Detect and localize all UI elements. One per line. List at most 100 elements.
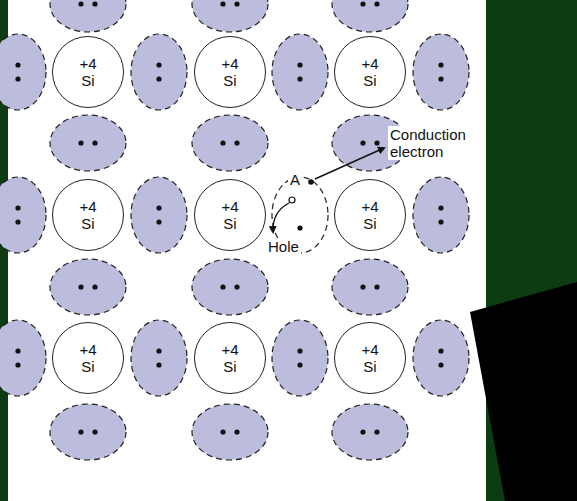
covalent-bond	[0, 177, 46, 253]
covalent-bond	[192, 404, 268, 460]
covalent-bond	[413, 320, 469, 396]
charge-label: +4	[221, 341, 238, 358]
valence-electron	[15, 76, 20, 81]
valence-electron	[297, 362, 302, 367]
valence-electron	[374, 1, 379, 6]
covalent-bond	[332, 0, 408, 32]
valence-electron	[220, 140, 225, 145]
electron-arrow	[315, 148, 384, 179]
valence-electron	[15, 205, 20, 210]
overlapping-slide	[470, 282, 577, 501]
covalent-bond	[332, 404, 408, 460]
covalent-bond	[50, 404, 126, 460]
valence-electron	[156, 76, 161, 81]
element-label: Si	[223, 358, 236, 375]
valence-electron	[438, 76, 443, 81]
valence-electron	[156, 362, 161, 367]
silicon-atom: +4Si	[52, 322, 124, 394]
covalent-bond	[50, 0, 126, 32]
silicon-atom: +4Si	[334, 36, 406, 108]
valence-electron	[234, 284, 239, 289]
covalent-bond	[413, 177, 469, 253]
valence-electron	[92, 284, 97, 289]
valence-electron	[360, 1, 365, 6]
valence-electron	[297, 62, 302, 67]
charge-label: +4	[79, 198, 96, 215]
silicon-atom: +4Si	[194, 36, 266, 108]
element-label: Si	[223, 215, 236, 232]
covalent-bond	[131, 320, 187, 396]
covalent-bond	[50, 259, 126, 315]
valence-electron	[234, 1, 239, 6]
valence-electron	[156, 62, 161, 67]
valence-electron	[438, 348, 443, 353]
element-label: Si	[363, 72, 376, 89]
valence-electron	[92, 140, 97, 145]
bond-electron	[297, 225, 302, 230]
valence-electron	[234, 140, 239, 145]
element-label: Si	[81, 358, 94, 375]
element-label: Si	[363, 358, 376, 375]
valence-electron	[15, 362, 20, 367]
valence-electron	[438, 62, 443, 67]
callout-label: Hole	[266, 238, 301, 255]
valence-electron	[156, 219, 161, 224]
valence-electron	[156, 348, 161, 353]
valence-electron	[15, 348, 20, 353]
valence-electron	[438, 362, 443, 367]
covalent-bond	[192, 115, 268, 171]
valence-electron	[438, 219, 443, 224]
element-label: Si	[81, 72, 94, 89]
silicon-atom: +4Si	[52, 36, 124, 108]
valence-electron	[360, 284, 365, 289]
charge-label: +4	[79, 55, 96, 72]
covalent-bond	[50, 115, 126, 171]
valence-electron	[156, 205, 161, 210]
covalent-bond	[192, 0, 268, 32]
valence-electron	[15, 62, 20, 67]
covalent-bond	[192, 259, 268, 315]
covalent-bond	[0, 34, 46, 110]
valence-electron	[360, 429, 365, 434]
valence-electron	[438, 205, 443, 210]
hole-symbol	[289, 197, 295, 203]
silicon-atom: +4Si	[194, 322, 266, 394]
valence-electron	[78, 1, 83, 6]
charge-label: +4	[221, 198, 238, 215]
valence-electron	[360, 140, 365, 145]
covalent-bond	[272, 34, 328, 110]
valence-electron	[220, 284, 225, 289]
valence-electron	[15, 219, 20, 224]
callout-label: Conduction electron	[388, 126, 484, 160]
valence-electron	[234, 429, 239, 434]
element-label: Si	[363, 215, 376, 232]
covalent-bond	[332, 259, 408, 315]
valence-electron	[78, 284, 83, 289]
valence-electron	[374, 140, 379, 145]
valence-electron	[220, 1, 225, 6]
white-panel	[8, 0, 486, 501]
covalent-bond	[131, 34, 187, 110]
valence-electron	[297, 76, 302, 81]
covalent-bond	[272, 320, 328, 396]
charge-label: +4	[79, 341, 96, 358]
valence-electron	[374, 429, 379, 434]
bond-group	[0, 0, 469, 460]
valence-electron	[374, 284, 379, 289]
covalent-bond	[0, 320, 46, 396]
silicon-atom: +4Si	[194, 179, 266, 251]
covalent-bond	[413, 34, 469, 110]
covalent-bond	[131, 177, 187, 253]
charge-label: +4	[361, 341, 378, 358]
free-electron	[308, 179, 314, 185]
valence-electron	[78, 140, 83, 145]
silicon-atom: +4Si	[52, 179, 124, 251]
silicon-atom: +4Si	[334, 322, 406, 394]
silicon-atom: +4Si	[334, 179, 406, 251]
charge-label: +4	[361, 55, 378, 72]
valence-electron	[78, 429, 83, 434]
charge-label: +4	[221, 55, 238, 72]
element-label: Si	[223, 72, 236, 89]
valence-electron	[92, 429, 97, 434]
